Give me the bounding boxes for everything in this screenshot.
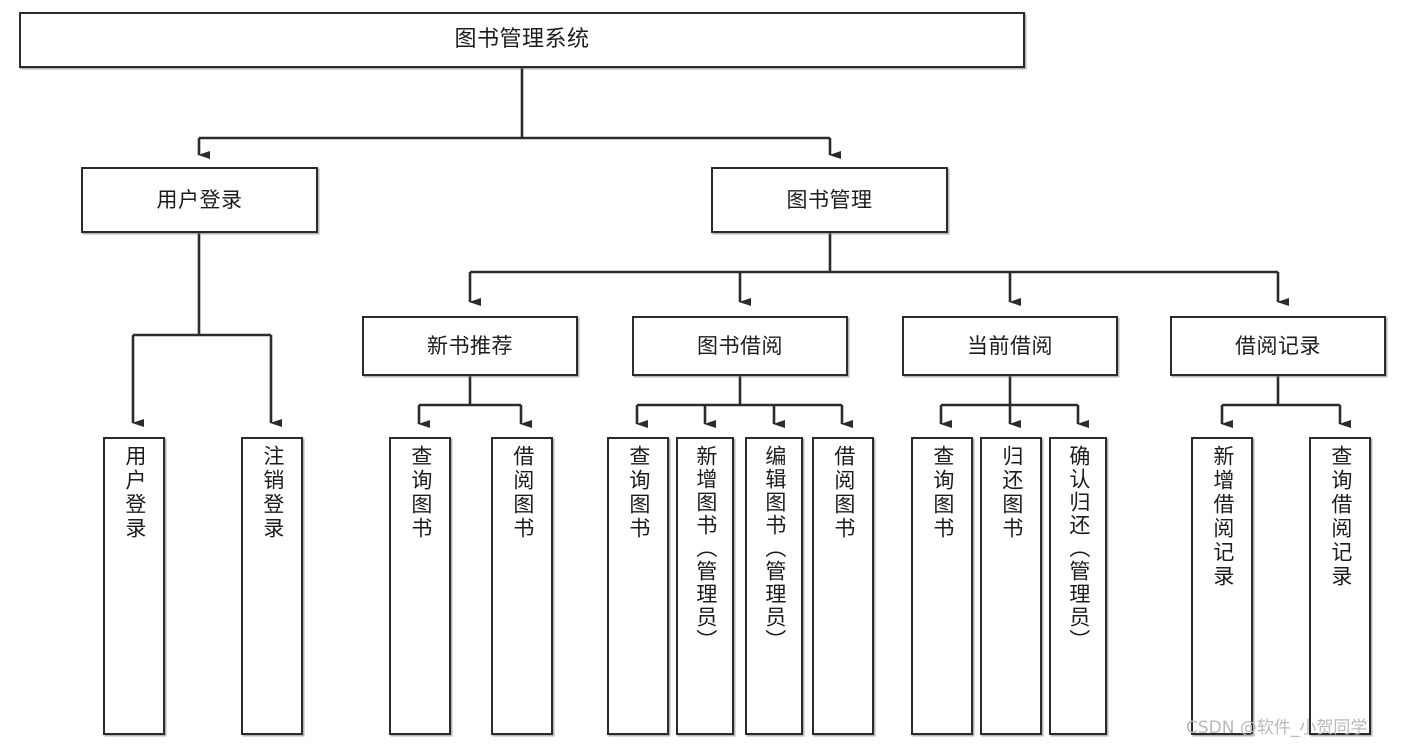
node-leaf-query-book-2[interactable]: 查询图书 [607, 437, 669, 735]
node-leaf-query-book-1-label: 查询图书 [408, 445, 433, 541]
node-leaf-borrow-book-2[interactable]: 借阅图书 [812, 437, 874, 735]
node-leaf-return-book[interactable]: 归还图书 [980, 437, 1042, 735]
node-current-borrow-label: 当前借阅 [967, 333, 1053, 358]
node-leaf-edit-book[interactable]: 编辑图书（管理员） [745, 437, 803, 735]
node-leaf-confirm-return[interactable]: 确认归还（管理员） [1049, 437, 1107, 735]
node-leaf-user-login-label: 用户登录 [122, 445, 147, 541]
node-borrow-record-label: 借阅记录 [1235, 333, 1321, 358]
node-leaf-query-book-1[interactable]: 查询图书 [389, 437, 451, 735]
node-book-borrow[interactable]: 图书借阅 [632, 316, 848, 376]
node-leaf-edit-book-label: 编辑图书（管理员） [762, 445, 787, 652]
node-leaf-add-record-label: 新增借阅记录 [1210, 445, 1235, 589]
watermark: CSDN @软件_小贺同学 [1186, 718, 1368, 738]
node-leaf-add-book-label: 新增图书（管理员） [693, 445, 718, 652]
node-leaf-query-record-label: 查询借阅记录 [1328, 445, 1353, 589]
node-leaf-logout[interactable]: 注销登录 [241, 437, 303, 735]
node-new-book-recommend-label: 新书推荐 [427, 333, 513, 358]
node-leaf-query-book-3[interactable]: 查询图书 [911, 437, 973, 735]
node-user-login-label: 用户登录 [156, 187, 243, 212]
node-user-login[interactable]: 用户登录 [81, 167, 318, 233]
node-leaf-query-book-2-label: 查询图书 [626, 445, 651, 541]
node-leaf-query-book-3-label: 查询图书 [930, 445, 955, 541]
node-root[interactable]: 图书管理系统 [19, 12, 1025, 68]
node-leaf-confirm-return-label: 确认归还（管理员） [1066, 445, 1091, 652]
node-leaf-user-login[interactable]: 用户登录 [103, 437, 165, 735]
node-leaf-logout-label: 注销登录 [260, 445, 285, 541]
node-book-management-label: 图书管理 [786, 187, 873, 212]
node-book-borrow-label: 图书借阅 [697, 333, 783, 358]
node-new-book-recommend[interactable]: 新书推荐 [362, 316, 578, 376]
node-leaf-borrow-book-2-label: 借阅图书 [831, 445, 856, 541]
node-book-management[interactable]: 图书管理 [711, 167, 948, 233]
node-current-borrow[interactable]: 当前借阅 [902, 316, 1118, 376]
node-leaf-borrow-book-1-label: 借阅图书 [510, 445, 535, 541]
node-root-label: 图书管理系统 [454, 27, 590, 53]
node-borrow-record[interactable]: 借阅记录 [1170, 316, 1386, 376]
node-leaf-query-record[interactable]: 查询借阅记录 [1309, 437, 1371, 735]
node-leaf-borrow-book-1[interactable]: 借阅图书 [491, 437, 553, 735]
node-leaf-add-record[interactable]: 新增借阅记录 [1191, 437, 1253, 735]
node-leaf-add-book[interactable]: 新增图书（管理员） [676, 437, 734, 735]
node-leaf-return-book-label: 归还图书 [999, 445, 1024, 541]
